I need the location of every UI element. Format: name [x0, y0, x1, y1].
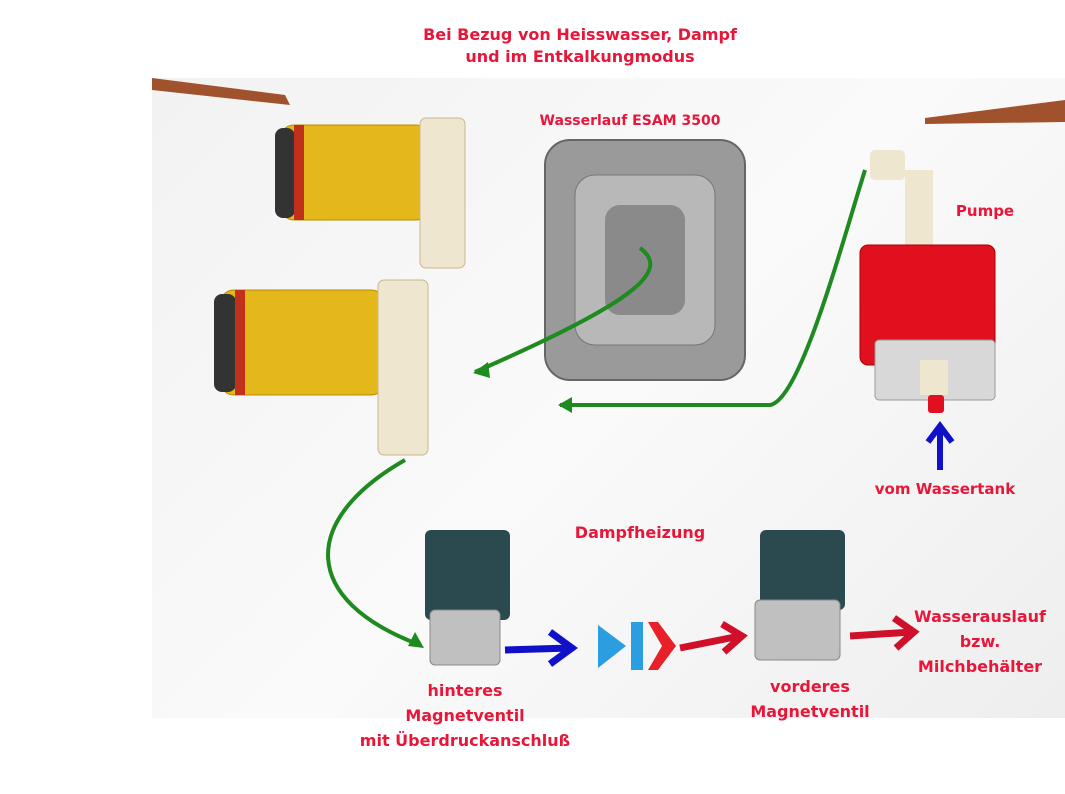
label-steam-heating: Dampfheizung	[574, 523, 706, 542]
upper-cylinder	[275, 117, 466, 269]
steam-heating-icon	[598, 622, 676, 670]
flow-arrow-pump-to-heater	[560, 169, 867, 407]
diagram-title: Bei Bezug von Heisswasser, Dampf und im …	[380, 24, 780, 68]
pump	[859, 150, 996, 413]
title-line-2: und im Entkalkungmodus	[465, 47, 695, 66]
front-valve-line-1: vorderes	[770, 677, 850, 696]
label-rear-valve: hinteres Magnetventil mit Überdruckansch…	[340, 678, 590, 753]
wood-corner-right	[925, 100, 1065, 124]
label-outlet: Wasserauslauf bzw. Milchbehälter	[900, 604, 1060, 679]
rear-valve-line-3: mit Überdruckanschluß	[359, 731, 571, 750]
label-tank: vom Wassertank	[874, 480, 1016, 498]
flow-arrow-heater-to-cylinder	[474, 246, 653, 374]
front-valve	[754, 530, 845, 661]
outlet-line-3: Milchbehälter	[917, 657, 1043, 676]
heater-block	[544, 139, 746, 381]
label-heater-block: Wasserlauf ESAM 3500	[539, 113, 721, 129]
label-pump: Pumpe	[955, 202, 1015, 220]
red-arrow-to-outlet	[849, 615, 920, 651]
red-arrow-to-front-valve	[679, 620, 748, 655]
rear-valve	[425, 530, 510, 666]
blue-arrow-from-tank	[925, 421, 955, 470]
rear-valve-line-1: hinteres	[427, 681, 503, 700]
flow-arrow-cylinder-to-valve	[326, 458, 421, 647]
wood-corner-left	[152, 78, 290, 105]
title-line-1: Bei Bezug von Heisswasser, Dampf	[423, 25, 737, 44]
front-valve-line-2: Magnetventil	[750, 702, 870, 721]
label-front-valve: vorderes Magnetventil	[730, 674, 890, 724]
outlet-line-1: Wasserauslauf	[913, 607, 1046, 626]
blue-arrow-to-heating	[504, 629, 578, 667]
lower-cylinder	[214, 279, 429, 456]
rear-valve-line-2: Magnetventil	[405, 706, 525, 725]
outlet-line-2: bzw.	[959, 632, 1001, 651]
